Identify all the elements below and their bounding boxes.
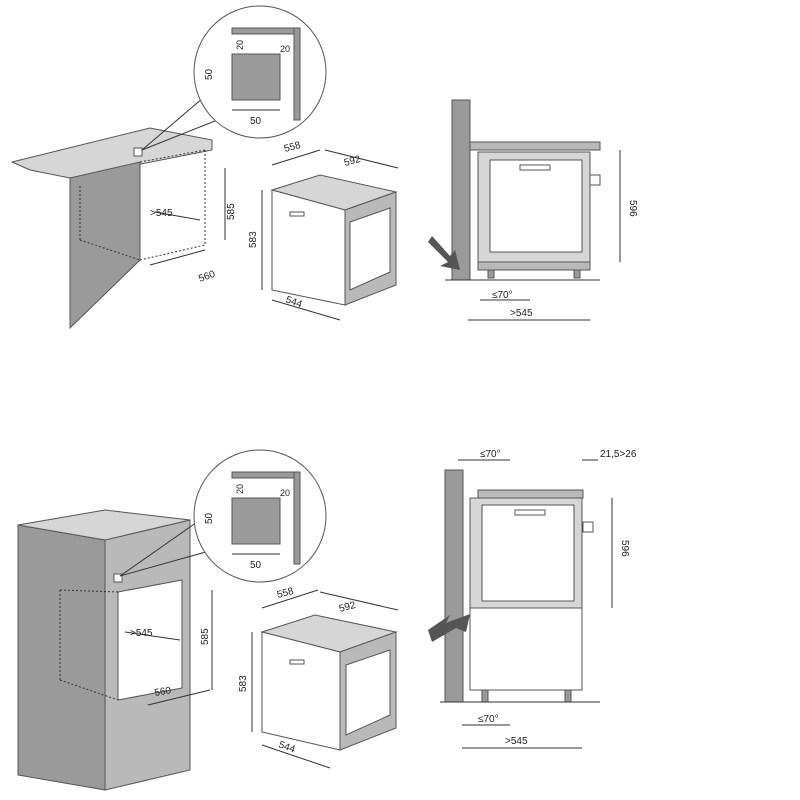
vent-arrow-2 <box>428 614 470 642</box>
niche-width-label: 560 <box>197 269 217 285</box>
oven-knob-side <box>589 174 601 186</box>
niche-depth-label: >545 <box>150 208 173 219</box>
oven-height-label-2: 583 <box>238 675 249 692</box>
side-depth-label-2: >545 <box>505 736 528 747</box>
foot-left-2 <box>481 689 489 703</box>
cutout-marker-2 <box>113 573 123 583</box>
foot-right-2 <box>564 689 572 703</box>
oven-base <box>477 261 591 271</box>
side-angle-label: ≤70° <box>492 290 513 301</box>
worktop-edge <box>469 141 601 151</box>
lower-cabinet <box>469 607 583 691</box>
oven-door-side <box>489 159 583 253</box>
foot-left <box>487 269 495 279</box>
detail-right-dim: 20 <box>280 44 290 54</box>
detail-bottom-dim: 50 <box>250 116 262 127</box>
detail-top-dim-2: 20 <box>235 484 245 494</box>
oven-door-window <box>349 207 391 291</box>
oven-knob-side-2 <box>582 521 594 533</box>
niche-opening <box>117 579 183 701</box>
worktop <box>10 127 213 179</box>
bottom-oven-view: 558 592 583 544 <box>238 586 399 769</box>
oven-height-label: 583 <box>248 231 259 248</box>
cutout-marker <box>133 147 143 157</box>
column-wall <box>444 469 464 703</box>
oven-front-label-2: 544 <box>277 739 297 755</box>
oven-side-face <box>271 189 346 306</box>
oven-depth-label-2: 558 <box>276 586 295 601</box>
oven-handle <box>289 211 305 217</box>
niche-height-label: 585 <box>226 203 237 220</box>
top-niche-view: >545 585 560 <box>10 91 237 330</box>
top-oven-view: 558 592 583 544 <box>248 140 399 321</box>
detail-right-dim-2: 20 <box>280 488 290 498</box>
side-gap-label: 21,5>26 <box>600 449 637 460</box>
oven-door-window-2 <box>345 649 391 736</box>
column-top-face <box>17 509 191 541</box>
bottom-niche-view: >545 585 560 <box>17 509 221 791</box>
oven-width-label-2: 592 <box>338 600 357 615</box>
foot-right <box>573 269 581 279</box>
oven-side-face-2 <box>261 631 341 751</box>
bottom-detail-circle: 20 20 50 50 <box>193 449 327 583</box>
detail-bottom-dim-2: 50 <box>250 560 262 571</box>
oven-handle-side <box>519 164 551 171</box>
column-left-face <box>17 524 106 791</box>
side-height-label: 596 <box>627 200 638 217</box>
oven-handle-2 <box>289 659 305 665</box>
side-height-label-2: 596 <box>619 540 630 557</box>
niche-depth-label-2: >545 <box>130 628 153 639</box>
top-side-view: 596 ≤70° >545 <box>428 99 638 321</box>
top-detail-circle: 20 20 50 50 <box>193 5 327 139</box>
detail-top-dim: 20 <box>235 40 245 50</box>
vent-arrow <box>428 236 460 270</box>
top-shelf-edge <box>477 489 584 499</box>
detail-left-dim: 50 <box>204 68 215 80</box>
oven-handle-side-2 <box>514 509 546 516</box>
niche-width-label-2: 560 <box>154 685 173 699</box>
side-angle-bottom-label: ≤70° <box>478 714 499 725</box>
detail-left-dim-2: 50 <box>204 512 215 524</box>
oven-depth-label: 558 <box>283 140 302 155</box>
oven-width-label: 592 <box>343 154 362 169</box>
niche-height-label-2: 585 <box>200 628 211 645</box>
oven-door-side-2 <box>481 504 575 602</box>
side-depth-label: >545 <box>510 308 533 319</box>
bottom-side-view: ≤70° 21,5>26 596 ≤70° >545 <box>428 449 637 749</box>
side-angle-top-label: ≤70° <box>480 449 501 460</box>
